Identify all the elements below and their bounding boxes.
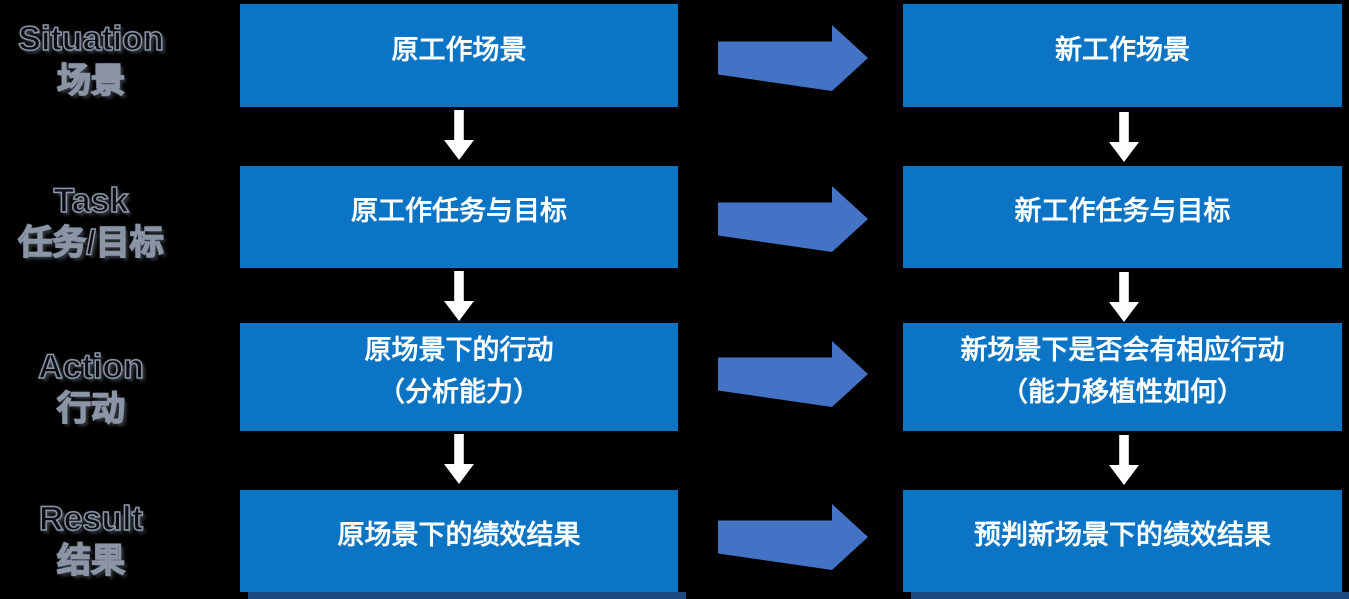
row-label-action: Action 行动 [0,338,182,438]
box-old-task: 原工作任务与目标 [240,166,678,268]
box-new-situation: 新工作场景 [903,4,1342,107]
box-old-action: 原场景下的行动 （分析能力） [240,323,678,431]
box-text: （能力移植性如何） [1001,377,1244,407]
box-old-result: 原场景下的绩效结果 [240,490,678,592]
row-label-zh: 结果 [56,541,126,581]
box-text: 原工作场景 [391,34,527,65]
box-text: 预判新场景下的绩效结果 [974,520,1271,550]
box-new-action: 新场景下是否会有相应行动 （能力移植性如何） [903,323,1342,431]
right-arrow-icon [718,25,868,91]
row-label-situation: Situation 场景 [0,10,182,110]
down-arrow-icon [444,110,474,160]
right-arrow-icon [718,341,868,407]
box-shadow-strip [911,592,1349,599]
box-shadow-strip [248,592,686,599]
right-arrow-icon [718,504,868,570]
box-new-result: 预判新场景下的绩效结果 [903,490,1342,592]
row-label-zh: 任务/目标 [18,223,165,263]
down-arrow-icon [1109,272,1139,322]
down-arrow-icon [1109,112,1139,162]
down-arrow-icon [1109,435,1139,485]
box-new-task: 新工作任务与目标 [903,166,1342,268]
row-label-en: Action [37,347,144,387]
box-text: 新工作任务与目标 [1014,196,1231,226]
row-label-zh: 场景 [56,61,126,101]
box-text: （分析能力） [378,377,540,407]
right-arrow-icon [718,186,868,252]
box-old-situation: 原工作场景 [240,4,678,107]
row-label-en: Result [38,499,143,539]
box-text: 原场景下的行动 [364,335,554,365]
box-text: 原工作任务与目标 [351,196,567,226]
row-label-en: Situation [18,19,165,59]
row-label-zh: 行动 [56,389,126,429]
box-text: 新工作场景 [1055,34,1190,65]
row-label-en: Task [53,181,129,221]
box-text: 新场景下是否会有相应行动 [960,335,1285,365]
down-arrow-icon [444,434,474,484]
down-arrow-icon [444,271,474,321]
row-label-result: Result 结果 [0,490,182,590]
row-label-task: Task 任务/目标 [0,172,182,272]
box-text: 原场景下的绩效结果 [337,520,581,550]
